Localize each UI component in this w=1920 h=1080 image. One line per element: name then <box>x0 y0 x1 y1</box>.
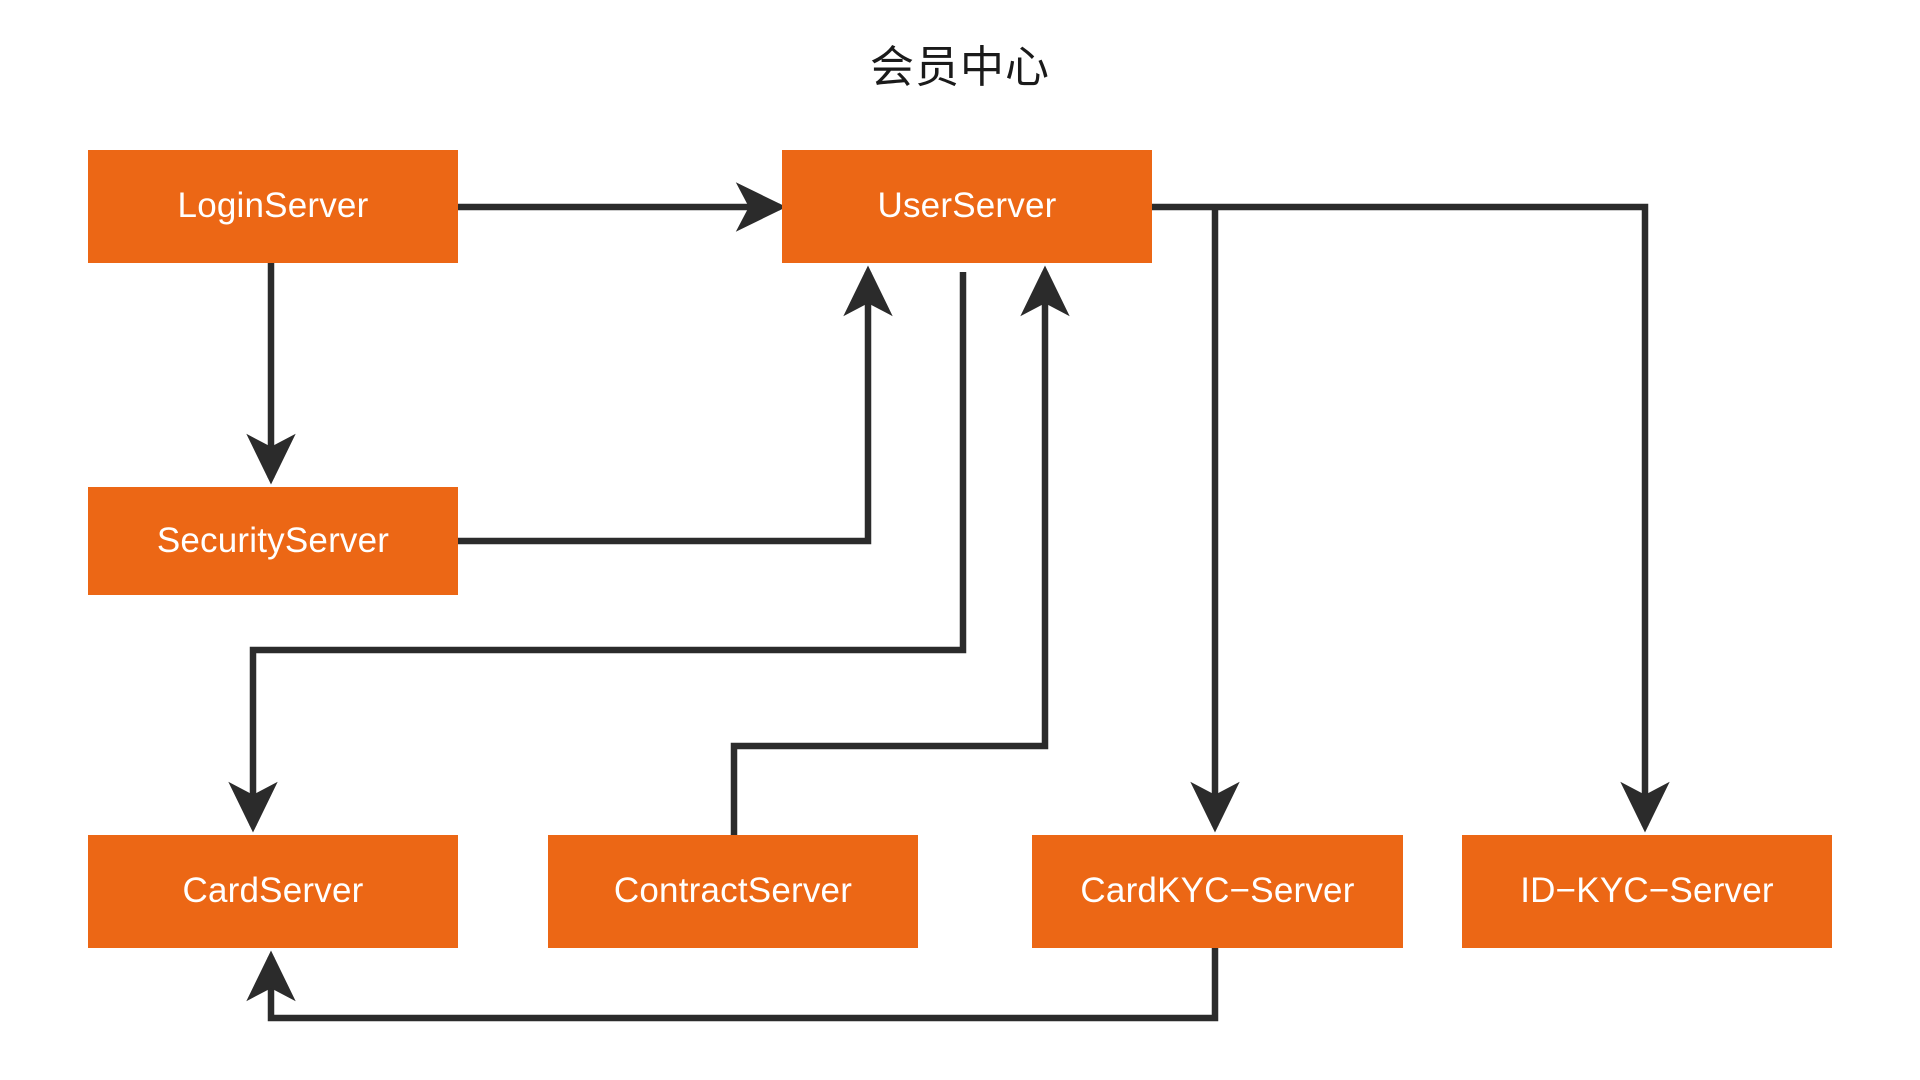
node-cardkyc[interactable]: CardKYC−Server <box>1032 835 1403 948</box>
node-contract[interactable]: ContractServer <box>548 835 918 948</box>
node-idkyc[interactable]: ID−KYC−Server <box>1462 835 1832 948</box>
node-login[interactable]: LoginServer <box>88 150 458 263</box>
edge-contract-to-user <box>730 265 1070 835</box>
node-label: CardKYC−Server <box>1080 871 1355 911</box>
node-security[interactable]: SecurityServer <box>88 487 458 595</box>
node-label: CardServer <box>182 871 364 911</box>
edge-cardkyc-to-card <box>246 948 1219 1022</box>
edge-security-to-user <box>458 265 893 545</box>
node-card[interactable]: CardServer <box>88 835 458 948</box>
node-user[interactable]: UserServer <box>782 150 1152 263</box>
node-label: ID−KYC−Server <box>1520 871 1774 911</box>
node-label: SecurityServer <box>156 520 390 560</box>
node-label: ContractServer <box>613 871 853 911</box>
node-label: LoginServer <box>177 186 369 226</box>
connector-group <box>228 182 1670 1022</box>
node-label: UserServer <box>877 186 1057 226</box>
page-title: 会员中心 <box>870 43 1050 92</box>
edge-user-to-idkyc <box>1152 203 1670 833</box>
